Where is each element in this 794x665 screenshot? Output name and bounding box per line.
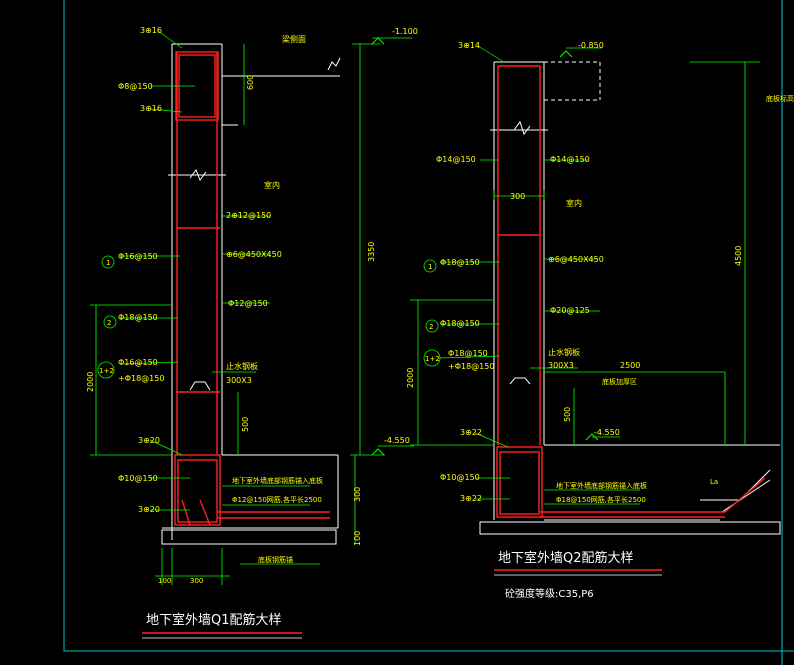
q1-dim-100b: 100 (353, 531, 362, 546)
q1-top-stirrup: Φ8@150 (118, 82, 153, 91)
q1-dim-600: 600 (246, 75, 255, 90)
q1-dim-3350: 3350 (367, 242, 376, 262)
q2-top-bar: 3⊕14 (458, 41, 480, 50)
q1-hbar: 2⊕12@150 (226, 211, 271, 220)
q2-circle-1-2: 1+2 (425, 355, 440, 363)
q2-dim-4500: 4500 (734, 246, 743, 266)
q1-indoor: 室内 (264, 180, 280, 190)
q2-bot-note2: Φ18@150网筋,各平长2500 (556, 495, 646, 504)
q2-lbar3a: Φ18@150 (448, 349, 488, 358)
q1-rebar (174, 51, 330, 526)
q1-title: 地下室外墙Q1配筋大样 (146, 612, 282, 628)
q2-bot-stirrup: Φ10@150 (440, 473, 480, 482)
q2-side-note: 底板标高 (766, 94, 794, 103)
q1-waterstop-size: 300X3 (226, 376, 252, 385)
q2-elev-bottom: -4.550 (594, 428, 620, 437)
q2-circle-2: 2 (429, 323, 433, 331)
q2-tie: ⊕6@450X450 (548, 255, 604, 264)
q1-lbar3a: Φ16@150 (118, 358, 158, 367)
q1-tie: ⊕6@450X450 (226, 250, 282, 259)
q2-la: La (710, 478, 718, 486)
q1-bot-bar: 3⊕20 (138, 436, 160, 445)
q2-waterstop: 止水钢板 (548, 347, 580, 357)
q1-waterstop: 止水钢板 (226, 361, 258, 371)
q1-dim-300b: 300 (353, 487, 362, 502)
q1-leaders (119, 30, 320, 565)
q2-title: 地下室外墙Q2配筋大样 (498, 550, 634, 566)
q2-indoor: 室内 (566, 198, 582, 208)
q1-wall-outline (161, 43, 340, 545)
q2-rbar-top: Φ14@150 (550, 155, 590, 164)
q1-rbar: Φ12@150 (228, 299, 268, 308)
q1-circle-2: 2 (107, 319, 111, 327)
q2-bot-note1: 地下室外墙底部钢筋锚入底板 (556, 481, 647, 490)
q1-bot-note2: Φ12@150网筋,各平长2500 (232, 495, 322, 504)
q1-dim-100: 100 (158, 577, 171, 585)
drawing-frame (63, 0, 794, 652)
q1-elev-bottom: -4.550 (384, 436, 410, 445)
q2-circle-1: 1 (428, 263, 432, 271)
q1-bot-bar2: 3⊕20 (138, 505, 160, 514)
q1-bot-stirrup: Φ10@150 (118, 474, 158, 483)
q1-wall-detail: 3⊕16 Φ8@150 3⊕16 梁侧面 -1.100 室内 2⊕12@150 … (86, 26, 418, 639)
q1-bot-note3: 底板钢筋锚 (258, 555, 293, 564)
q1-top-bar: 3⊕16 (140, 26, 162, 35)
q2-concrete-grade: 砼强度等级:C35,P6 (505, 587, 594, 600)
q1-lbar2: Φ18@150 (118, 313, 158, 322)
q1-elev-top: -1.100 (392, 27, 418, 36)
q2-rebar (496, 65, 766, 518)
q1-circle-1: 1 (106, 259, 110, 267)
q2-lbar1: Φ18@150 (440, 258, 480, 267)
q2-wall-outline (479, 61, 781, 535)
q1-dim-500: 500 (241, 417, 250, 432)
q2-wall-detail: 3⊕14 -0.850 Φ14@150 Φ14@150 300 室内 Φ18@1… (406, 41, 794, 600)
q2-lbar3b: +Φ18@150 (448, 362, 494, 371)
q2-leaders (439, 45, 640, 505)
q1-lbar1: Φ16@150 (118, 252, 158, 261)
q2-lbar2: Φ18@150 (440, 319, 480, 328)
q2-dim-500: 500 (563, 407, 572, 422)
q2-elev-top: -0.850 (578, 41, 604, 50)
q2-waterstop-size: 300X3 (548, 361, 574, 370)
q2-bot-bar2: 3⊕22 (460, 494, 482, 503)
q2-dim-2000: 2000 (406, 368, 415, 388)
q2-dim-2500: 2500 (620, 361, 640, 370)
q2-bot-bar: 3⊕22 (460, 428, 482, 437)
q1-bot-note1: 地下室外墙底部钢筋锚入底板 (232, 476, 323, 485)
q1-dim-300: 300 (190, 577, 203, 585)
q1-dim-2000: 2000 (86, 372, 95, 392)
q2-lbar-top: Φ14@150 (436, 155, 476, 164)
q1-top-note: 梁侧面 (282, 34, 306, 44)
q1-circle-1-2: 1+2 (99, 367, 114, 375)
q2-rbar: Φ20@125 (550, 306, 590, 315)
q2-dimensions (410, 61, 760, 446)
q1-dimensions (90, 43, 385, 585)
q2-pit-note: 底板加厚区 (602, 377, 637, 386)
q2-dim-300: 300 (510, 192, 525, 201)
q1-lbar3b: +Φ18@150 (118, 374, 164, 383)
q1-top-bar2: 3⊕16 (140, 104, 162, 113)
